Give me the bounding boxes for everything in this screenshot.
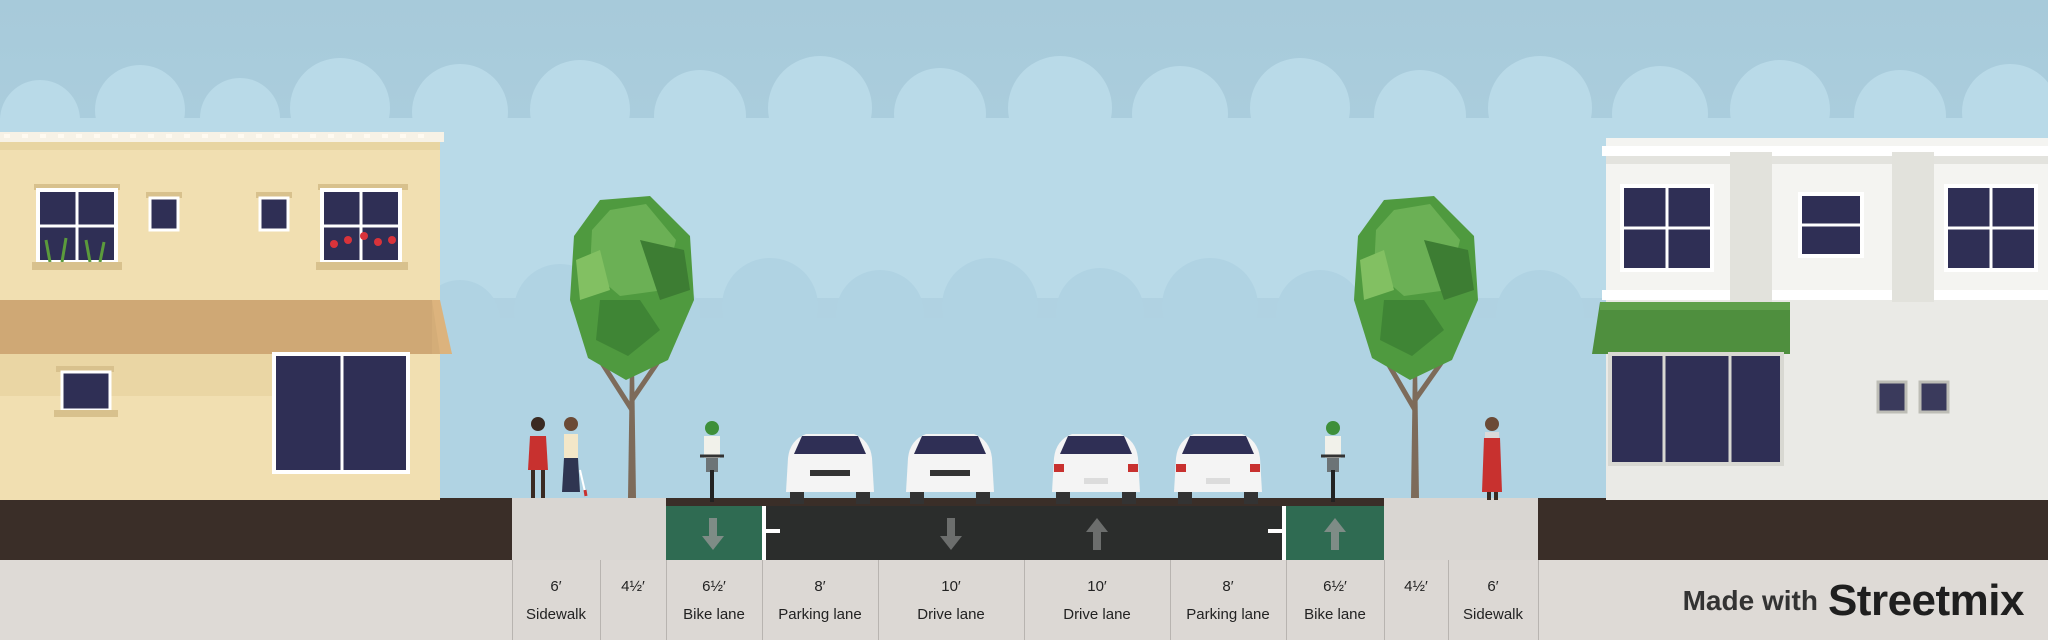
segment-divider: [762, 560, 763, 640]
segment-divider: [1448, 560, 1449, 640]
segment-divider: [1170, 560, 1171, 640]
roadway: [762, 506, 1286, 560]
segment-divider: [666, 560, 667, 640]
segment-width: 8′: [814, 578, 826, 595]
segment-drive-lane-2[interactable]: 10′ Drive lane: [1024, 560, 1170, 640]
segment-parking-lane-right[interactable]: 8′ Parking lane: [1170, 560, 1286, 640]
segment-name: Bike lane: [683, 606, 745, 623]
streetmix-logo: Streetmix: [1827, 576, 2025, 625]
segment-width: 10′: [941, 578, 961, 595]
tree-right: [1354, 196, 1478, 498]
pedestrian-left-1: [528, 417, 548, 498]
made-with-streetmix[interactable]: Made with Streetmix: [1682, 576, 2025, 626]
tree-left: [570, 196, 694, 498]
segment-width: 4½′: [1404, 578, 1428, 595]
segment-width: 8′: [1222, 578, 1234, 595]
segment-width: 6½′: [1323, 578, 1347, 595]
segment-divider: [1024, 560, 1025, 640]
left-sidewalk: [512, 498, 666, 560]
segment-sidewalk-right[interactable]: 6′ Sidewalk: [1448, 560, 1538, 640]
right-building: [1592, 138, 2048, 500]
arrow-down-icon: [702, 518, 724, 550]
pedestrian-left-2: [562, 417, 588, 497]
car-rear-1: [1052, 434, 1140, 504]
segment-name: Bike lane: [1304, 606, 1366, 623]
segment-name: Parking lane: [778, 606, 862, 623]
arrow-up-icon: [1086, 518, 1108, 550]
segment-name: Sidewalk: [525, 606, 587, 623]
car-rear-2: [1174, 434, 1262, 504]
segment-name: Parking lane: [1186, 606, 1270, 623]
segment-name: Drive lane: [917, 606, 985, 623]
credit-prefix: Made with: [1682, 585, 1818, 616]
arrow-up-icon: [1324, 518, 1346, 550]
segment-width: 4½′: [621, 578, 645, 595]
car-front-1: [786, 434, 874, 504]
segment-divider: [600, 560, 601, 640]
segment-bike-lane-left[interactable]: 6½′ Bike lane: [666, 560, 762, 640]
segment-width: 10′: [1087, 578, 1107, 595]
segment-divider: [1538, 560, 1539, 640]
segment-divider: [878, 560, 879, 640]
segment-divider: [1384, 560, 1385, 640]
arrow-down-icon: [940, 518, 962, 550]
segment-tree-left[interactable]: 4½′: [600, 560, 666, 640]
cyclist-right: [1321, 421, 1345, 502]
left-building: [0, 132, 452, 500]
segment-tree-right[interactable]: 4½′: [1384, 560, 1448, 640]
segment-bike-lane-right[interactable]: 6½′ Bike lane: [1286, 560, 1384, 640]
segment-width: 6½′: [702, 578, 726, 595]
segment-sidewalk-left[interactable]: 6′ Sidewalk: [512, 560, 600, 640]
segment-drive-lane-1[interactable]: 10′ Drive lane: [878, 560, 1024, 640]
segment-width: 6′: [1487, 578, 1499, 595]
pedestrian-right: [1482, 417, 1502, 500]
segment-parking-lane-left[interactable]: 8′ Parking lane: [762, 560, 878, 640]
segment-name: Sidewalk: [1462, 606, 1524, 623]
segment-divider: [512, 560, 513, 640]
right-sidewalk: [1384, 498, 1538, 560]
cyclist-left: [700, 421, 724, 502]
car-front-2: [906, 434, 994, 504]
segment-divider: [1286, 560, 1287, 640]
segment-width: 6′: [550, 578, 562, 595]
segment-name: Drive lane: [1063, 606, 1131, 623]
